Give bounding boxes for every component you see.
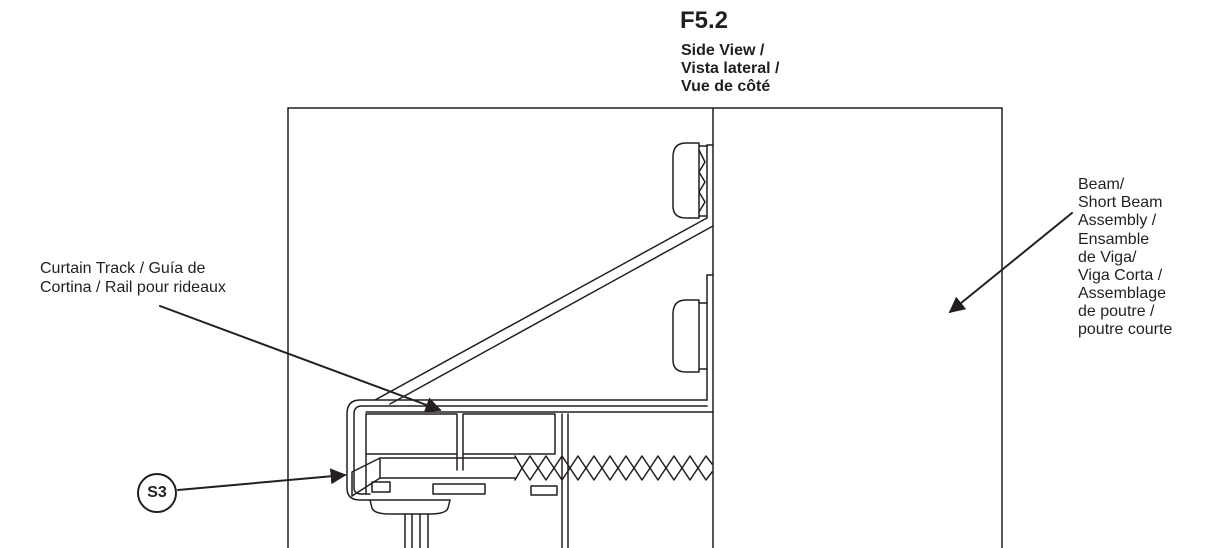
curtain-track-leader xyxy=(159,305,442,413)
s3-callout-circle xyxy=(137,473,177,513)
curtain-track-label-line-1: Curtain Track / Guía de xyxy=(40,260,206,277)
bracket xyxy=(374,144,714,405)
post-outline xyxy=(287,107,1003,548)
curtain-track-profile xyxy=(346,399,714,548)
s3-callout-label: S3 xyxy=(147,484,167,501)
figure-number: F5.2 xyxy=(680,7,729,34)
beam-label-line-3: Assembly / xyxy=(1078,212,1157,229)
view-title-en: Side View / xyxy=(681,42,765,59)
view-title-es: Vista lateral / xyxy=(681,60,780,77)
track-clips xyxy=(369,481,558,548)
s3-leader xyxy=(177,468,347,491)
beam-label-line-8: de poutre / xyxy=(1078,303,1155,320)
beam-label-line-1: Beam/ xyxy=(1078,176,1125,193)
beam-label-line-5: de Viga/ xyxy=(1078,249,1137,266)
view-title-fr: Vue de côté xyxy=(681,78,771,95)
beam-label-line-4: Ensamble xyxy=(1078,231,1150,248)
beam-label-line-7: Assemblage xyxy=(1078,285,1167,302)
screw-s3 xyxy=(351,455,713,497)
beam-leader xyxy=(948,212,1073,314)
beam-label-line-9: poutre courte xyxy=(1078,321,1173,338)
bolt-head-lower xyxy=(672,299,708,373)
curtain-track-label-line-2: Cortina / Rail pour rideaux xyxy=(40,279,226,296)
beam-label-line-6: Viga Corta / xyxy=(1078,267,1163,284)
beam-label-line-2: Short Beam xyxy=(1078,194,1163,211)
bolt-head-upper xyxy=(672,142,708,219)
